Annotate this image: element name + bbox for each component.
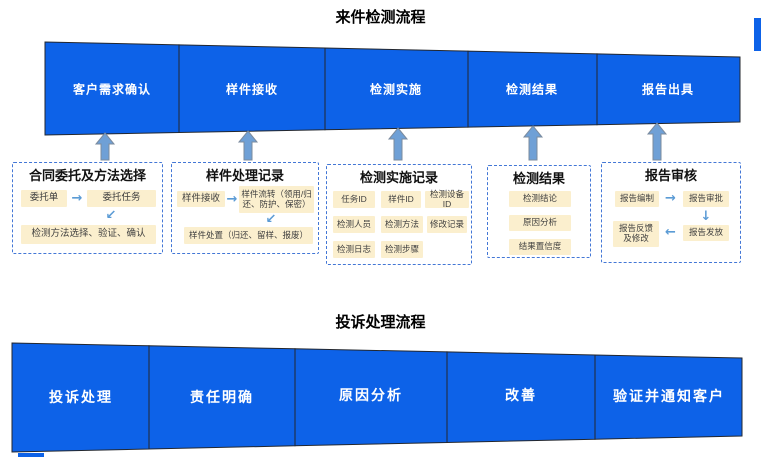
detail-box-report-review-title: 报告审核	[644, 168, 697, 183]
detail-box-sample-handling-title: 样件处理记录	[205, 168, 284, 183]
item-test-conclusion: 检测结论	[509, 191, 571, 207]
item-test-personnel: 检测人员	[333, 216, 375, 233]
item-confidence: 结果置信度	[509, 239, 571, 255]
down-left-arrow-icon: ↙	[265, 211, 277, 227]
item-sample-flow: 样件流转（领用/归还、防护、保密）	[239, 186, 314, 213]
item-task-id: 任务ID	[333, 191, 375, 208]
detail-box-results: 检测结果 检测结论 原因分析 结果置信度	[487, 165, 591, 258]
detail-box-report-review: 报告审核 报告编制 → 报告审批 ↓ 报告发放 ← 报告反馈及修改	[601, 162, 741, 263]
top-stage-label-4: 检测结果	[505, 82, 559, 97]
up-arrow-icon	[646, 122, 668, 161]
item-cause-analysis: 原因分析	[509, 215, 571, 231]
item-report-approve: 报告审批	[683, 191, 729, 207]
item-entrust-form: 委托单	[21, 190, 67, 207]
bottom-banner-segment-5	[594, 354, 743, 440]
top-stage-label-1: 客户需求确认	[72, 82, 152, 97]
left-arrow-icon: ←	[665, 225, 676, 240]
item-report-prepare: 报告编制	[615, 191, 659, 207]
top-banner	[44, 41, 741, 136]
detail-box-sample-handling: 样件处理记录 样件接收 → 样件流转（领用/归还、防护、保密） ↙ 样件处置（归…	[171, 162, 319, 254]
up-arrows	[94, 122, 668, 161]
up-arrow-icon	[387, 127, 409, 161]
right-arrow-icon: →	[71, 191, 83, 206]
top-stage-label-5: 报告出具	[641, 82, 695, 97]
up-arrow-icon	[522, 125, 544, 161]
detail-box-contract-title: 合同委托及方法选择	[28, 168, 146, 183]
item-device-id: 检测设备ID	[425, 189, 469, 208]
detail-box-test-record-title: 检测实施记录	[359, 170, 438, 185]
detail-box-contract: 合同委托及方法选择 委托单 → 委托任务 ↙ 检测方法选择、验证、确认	[12, 162, 163, 254]
bottom-stage-label-4: 改善	[505, 387, 537, 403]
item-test-steps: 检测步骤	[381, 241, 423, 258]
edge-fragment-bottom-left	[18, 453, 44, 457]
bottom-flow-title: 投诉处理流程	[335, 314, 426, 331]
bottom-stage-label-5: 验证并通知客户	[613, 388, 725, 404]
item-report-feedback: 报告反馈及修改	[613, 221, 659, 247]
bottom-stage-label-1: 投诉处理	[49, 389, 113, 405]
bottom-stage-label-3: 原因分析	[339, 387, 403, 403]
item-test-method: 检测方法	[381, 216, 423, 233]
up-arrow-icon	[237, 130, 259, 161]
top-stage-label-3: 检测实施	[369, 82, 423, 97]
right-arrow-icon: →	[226, 191, 238, 207]
edge-fragment-top-right	[754, 18, 761, 51]
down-left-arrow-icon: ↙	[105, 207, 117, 223]
item-report-issue: 报告发放	[683, 225, 729, 241]
top-stage-label-2: 样件接收	[225, 82, 279, 97]
item-sample-disposal: 样件处置（归还、留样、报废）	[184, 227, 313, 244]
bottom-stage-label-2: 责任明确	[190, 389, 254, 405]
item-sample-receive: 样件接收	[177, 191, 225, 207]
bottom-banner	[11, 342, 743, 453]
detail-box-test-record: 检测实施记录 任务ID 样件ID 检测设备ID 检测人员 检测方法 修改记录 检…	[326, 164, 472, 265]
item-test-log: 检测日志	[333, 241, 375, 258]
up-arrow-icon	[94, 132, 116, 161]
item-change-record: 修改记录	[427, 216, 467, 233]
down-arrow-icon: ↓	[700, 208, 712, 224]
top-banner-segment-5	[596, 53, 741, 126]
top-flow-title: 来件检测流程	[335, 9, 426, 26]
detail-box-results-title: 检测结果	[512, 171, 565, 186]
right-arrow-icon: →	[665, 191, 676, 206]
item-method-selection: 检测方法选择、验证、确认	[21, 225, 156, 244]
item-sample-id: 样件ID	[381, 191, 421, 208]
item-entrust-task: 委托任务	[87, 190, 156, 207]
